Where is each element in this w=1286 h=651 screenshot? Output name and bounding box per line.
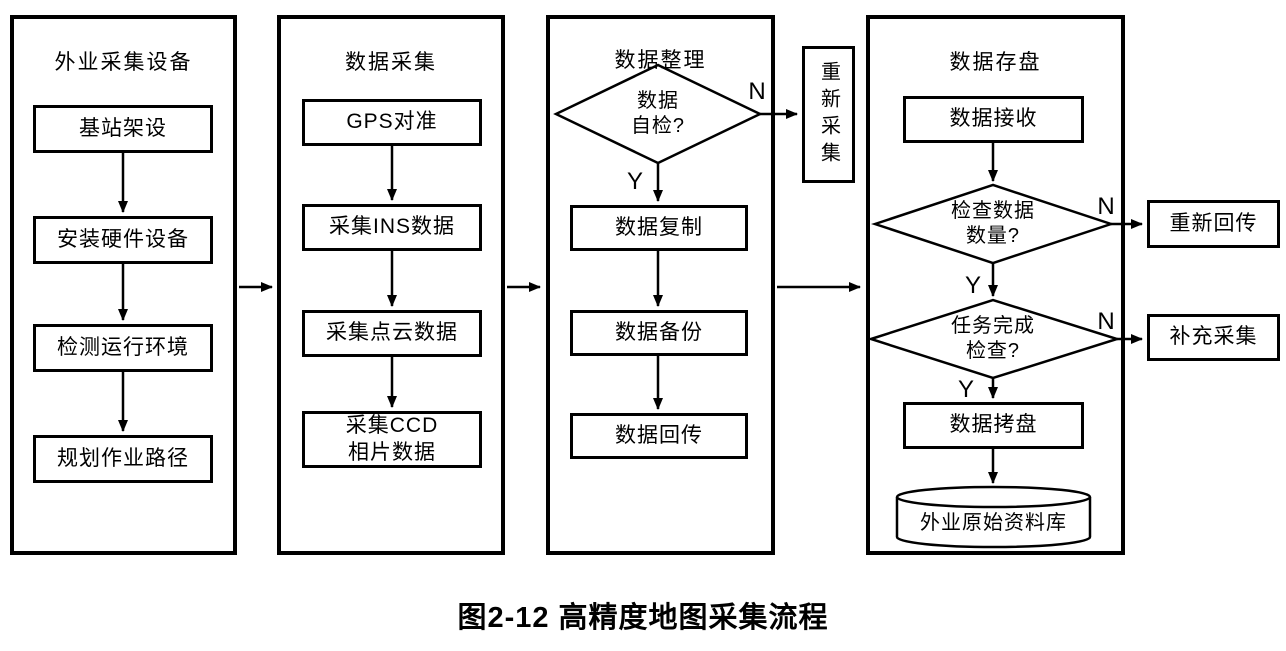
branch-label-yes-quantity: Y: [964, 272, 981, 299]
node-collect-ins: 采集INS数据: [302, 204, 482, 251]
node-collect-ccd: 采集CCD 相片数据: [302, 411, 482, 468]
decision-diamond-data-quantity: [871, 183, 1115, 265]
panel-data-storage: [866, 15, 1125, 555]
node-supplement-collect: 补充采集: [1147, 314, 1280, 361]
node-raw-data-library-label: 外业原始资料库: [920, 511, 1067, 534]
decision-diamond-task-complete: [866, 298, 1122, 380]
panel-field-equipment: [10, 15, 237, 555]
node-collect-pointcloud: 采集点云数据: [302, 310, 482, 357]
panel-data-storage-title: 数据存盘: [949, 51, 1042, 74]
node-data-return: 数据回传: [570, 413, 748, 459]
decision-self-check-label: 数据 自检?: [630, 90, 686, 137]
node-recollect-label: 重新采集: [817, 60, 840, 169]
decision-data-quantity-label: 检查数据 数量?: [951, 200, 1035, 247]
node-gps-align: GPS对准: [302, 99, 482, 146]
branch-label-yes-task: Y: [957, 376, 974, 403]
panel-data-organize-title: 数据整理: [614, 49, 707, 72]
node-data-copy: 数据复制: [570, 205, 748, 251]
branch-label-no-self-check: N: [748, 78, 766, 105]
node-data-receive: 数据接收: [903, 96, 1084, 143]
flow-arrows: [118, 109, 1143, 484]
node-install-hardware: 安装硬件设备: [33, 216, 213, 264]
node-plan-route: 规划作业路径: [33, 435, 213, 483]
node-retransmit: 重新回传: [1147, 200, 1280, 248]
branch-label-no-quantity: N: [1097, 193, 1115, 220]
branch-label-no-task: N: [1097, 308, 1115, 335]
figure-caption: 图2-12 高精度地图采集流程: [457, 602, 829, 634]
node-base-station-setup: 基站架设: [33, 105, 213, 153]
panel-data-organize: [546, 15, 775, 555]
panel-data-collection: [277, 15, 505, 555]
node-recollect: 重新采集: [802, 46, 855, 183]
node-data-copy-disk: 数据拷盘: [903, 402, 1084, 449]
node-check-environment: 检测运行环境: [33, 324, 213, 372]
decision-task-complete-label: 任务完成 检查?: [951, 315, 1035, 362]
decision-diamond-self-check: [553, 63, 763, 165]
node-data-backup: 数据备份: [570, 310, 748, 356]
panel-field-equipment-title: 外业采集设备: [54, 51, 193, 74]
branch-label-yes-self-check: Y: [626, 168, 643, 195]
panel-data-collection-title: 数据采集: [345, 51, 437, 74]
database-cylinder: [895, 485, 1092, 549]
